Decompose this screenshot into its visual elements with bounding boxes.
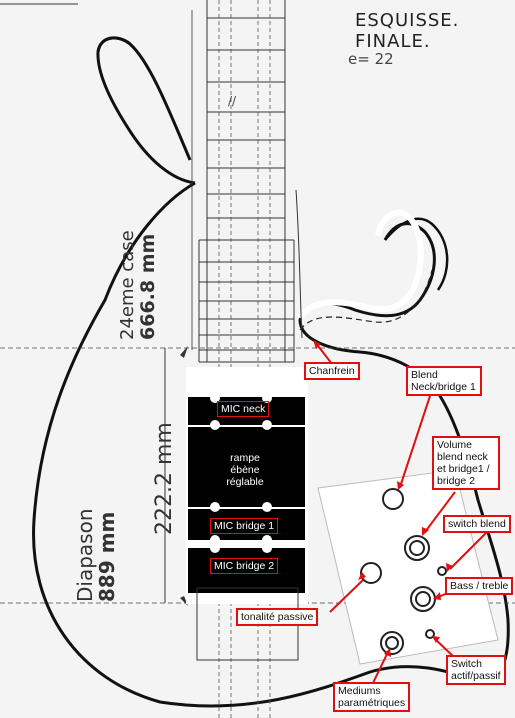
fret24-label-line2: 666.8 mm: [137, 233, 159, 340]
mediums-callout: Mediums paramétriques: [333, 682, 410, 712]
scratch-mark: //: [228, 94, 237, 108]
callout-arrowheads: [313, 340, 453, 657]
guitar-body-outline: [93, 40, 190, 182]
mic-neck-label: MIC neck: [217, 401, 270, 417]
arrowhead-icon: [180, 346, 188, 358]
header-note: e= 22: [348, 50, 394, 68]
callout-leaders: [314, 341, 489, 684]
bass-treble-callout: Bass / treble: [445, 577, 514, 595]
ramp-label: rampe ébène réglable: [226, 452, 264, 488]
knobs: [360, 488, 447, 655]
fret-lines: [199, 17, 294, 363]
body-right-upper: [384, 217, 449, 291]
upper-horn-outline: [96, 36, 131, 53]
chamfer-dashed: [299, 269, 433, 331]
fret24-label-line1: 24eme case: [117, 230, 138, 340]
pickup-mount-holes: [210, 393, 272, 553]
pickup-zone-dimension: 222.2 mm: [152, 422, 177, 535]
blend-callout: Blend Neck/bridge 1: [406, 366, 482, 396]
pickup-bridge2: [188, 546, 305, 590]
blend-knob: [382, 488, 404, 510]
board-divider: [188, 507, 305, 509]
neck-heel-curve: [295, 189, 303, 339]
switch-actif-callout: Switch actif/passif: [446, 655, 506, 685]
chanfrein-callout: Chanfrein: [304, 362, 360, 380]
scale-length-line1: Diapason: [73, 508, 97, 603]
blend-switch: [437, 566, 447, 576]
tonalite-callout: tonalité passive: [236, 608, 319, 626]
mic-bridge1-label: MIC bridge 1: [210, 518, 279, 534]
fretboard: [198, 0, 295, 362]
fret24-label: 24eme case 666.8 mm: [117, 230, 159, 340]
mic-bridge2-label: MIC bridge 2: [210, 558, 279, 574]
board-gap: [188, 540, 305, 548]
switch-blend-callout: switch blend: [443, 515, 511, 533]
tone-knob: [360, 562, 382, 584]
chamfer-highlight: [297, 209, 424, 320]
mediums-knob-inner: [385, 636, 399, 650]
volume-callout: Volume blend neck et bridge1 / bridge 2: [432, 436, 500, 490]
control-plate: [317, 469, 499, 665]
bass-treble-knob-inner: [415, 591, 431, 607]
volume-knob-inner: [409, 540, 425, 556]
scale-length-label: Diapason 889 mm: [73, 508, 119, 603]
board-divider: [188, 425, 305, 427]
page-title: ESQUISSE. FINALE.: [355, 10, 460, 52]
scale-length-line2: 889 mm: [95, 511, 119, 602]
